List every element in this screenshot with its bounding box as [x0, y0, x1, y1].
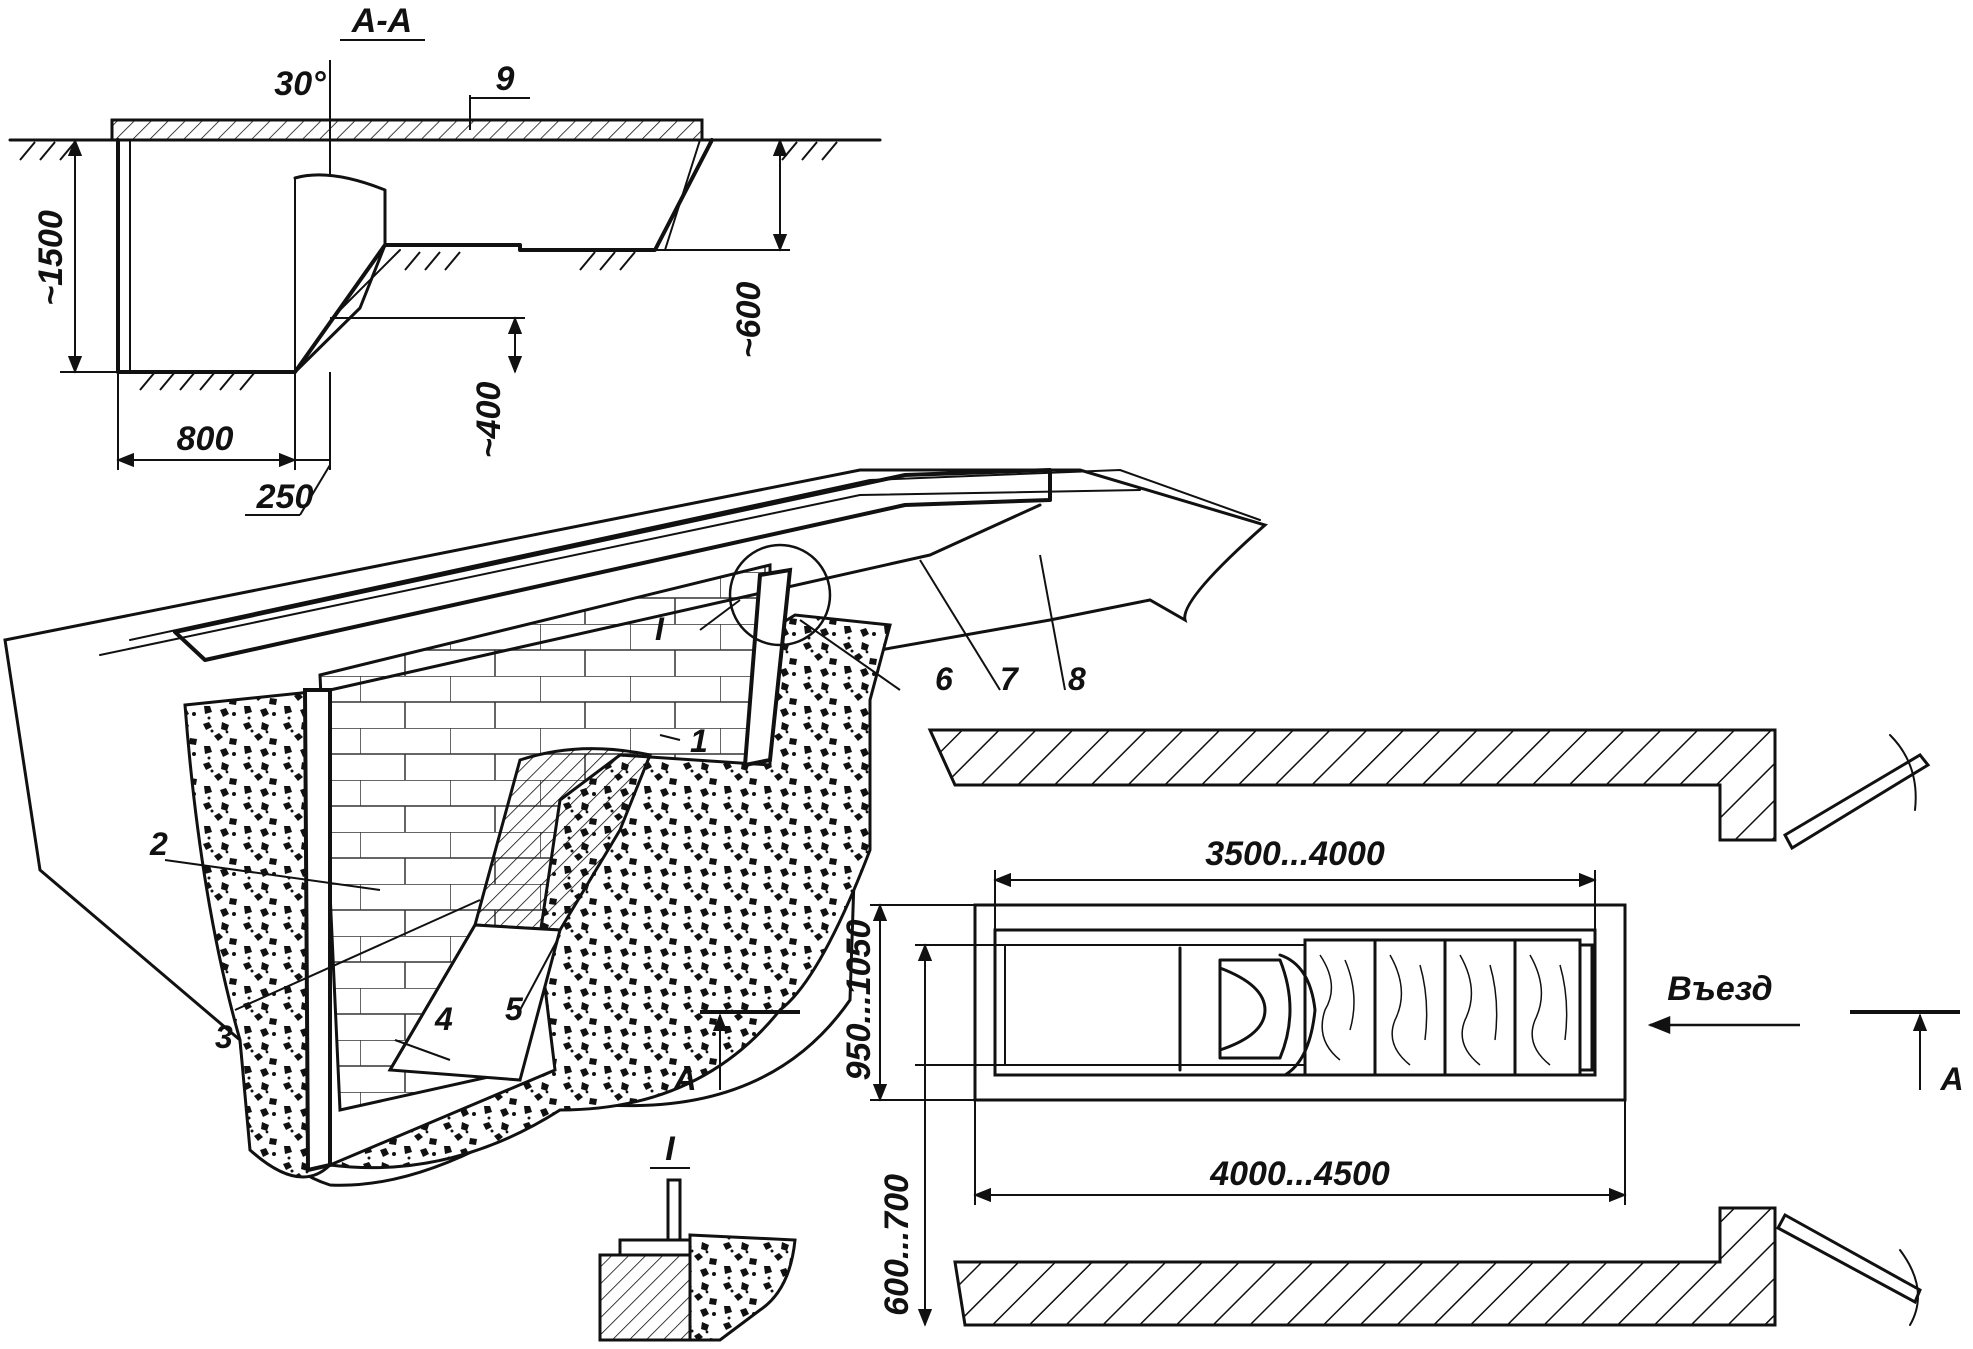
- dim-shallow-label: ~600: [730, 282, 768, 359]
- dim-step-label: ~400: [470, 382, 508, 459]
- entry-label: Въезд: [1667, 970, 1772, 1008]
- section-mark-right: А: [1939, 1061, 1963, 1097]
- dim-width-label: 800: [177, 420, 234, 458]
- callout-8: 8: [1068, 661, 1086, 697]
- callout-2: 2: [149, 826, 168, 862]
- plan-wall-bottom: [953, 1206, 1777, 1327]
- dim-inner-length-label: 3500...4000: [1205, 835, 1385, 873]
- soil-section: [183, 688, 332, 1179]
- callout-7: 7: [1000, 661, 1020, 697]
- plan-view: Въезд А А 3500...4000 4000...4500 950...…: [672, 728, 1964, 1327]
- dim-depth-label: ~1500: [32, 210, 70, 306]
- callout-4: 4: [434, 1001, 453, 1037]
- dim-width-label: 950...1050: [840, 920, 878, 1081]
- dim-outer-length-label: 4000...4500: [1209, 1155, 1390, 1193]
- callout-3: 3: [215, 1019, 233, 1055]
- plan-wall-top: [927, 728, 1777, 842]
- dim-step-width-label: 250: [256, 478, 314, 516]
- section-view: А-А 30° 9 ~1500 ~600 ~400 800 250: [8, 2, 882, 516]
- detail-ref-label: I: [655, 611, 665, 647]
- detail-ring: [728, 543, 832, 647]
- callout-1: 1: [690, 723, 708, 759]
- isometric-callouts: 1 2 3 4 5 6 7 8 I: [149, 611, 1086, 1055]
- part-9-label: 9: [496, 60, 515, 98]
- section-mark-left: А: [672, 1061, 696, 1097]
- angle-label: 30°: [274, 65, 326, 103]
- detail-title: I: [665, 1130, 676, 1168]
- section-title: А-А: [351, 2, 412, 40]
- plan-cover-boards: [1303, 938, 1594, 1077]
- callout-5: 5: [505, 991, 524, 1027]
- callout-6: 6: [935, 661, 953, 697]
- pit-outline: [116, 138, 714, 374]
- detail-view: I: [598, 1130, 797, 1342]
- dim-gap-label: 600...700: [878, 1174, 916, 1316]
- cover-boards: [110, 118, 704, 142]
- isometric-view: 1 2 3 4 5 6 7 8 I: [3, 468, 1269, 1187]
